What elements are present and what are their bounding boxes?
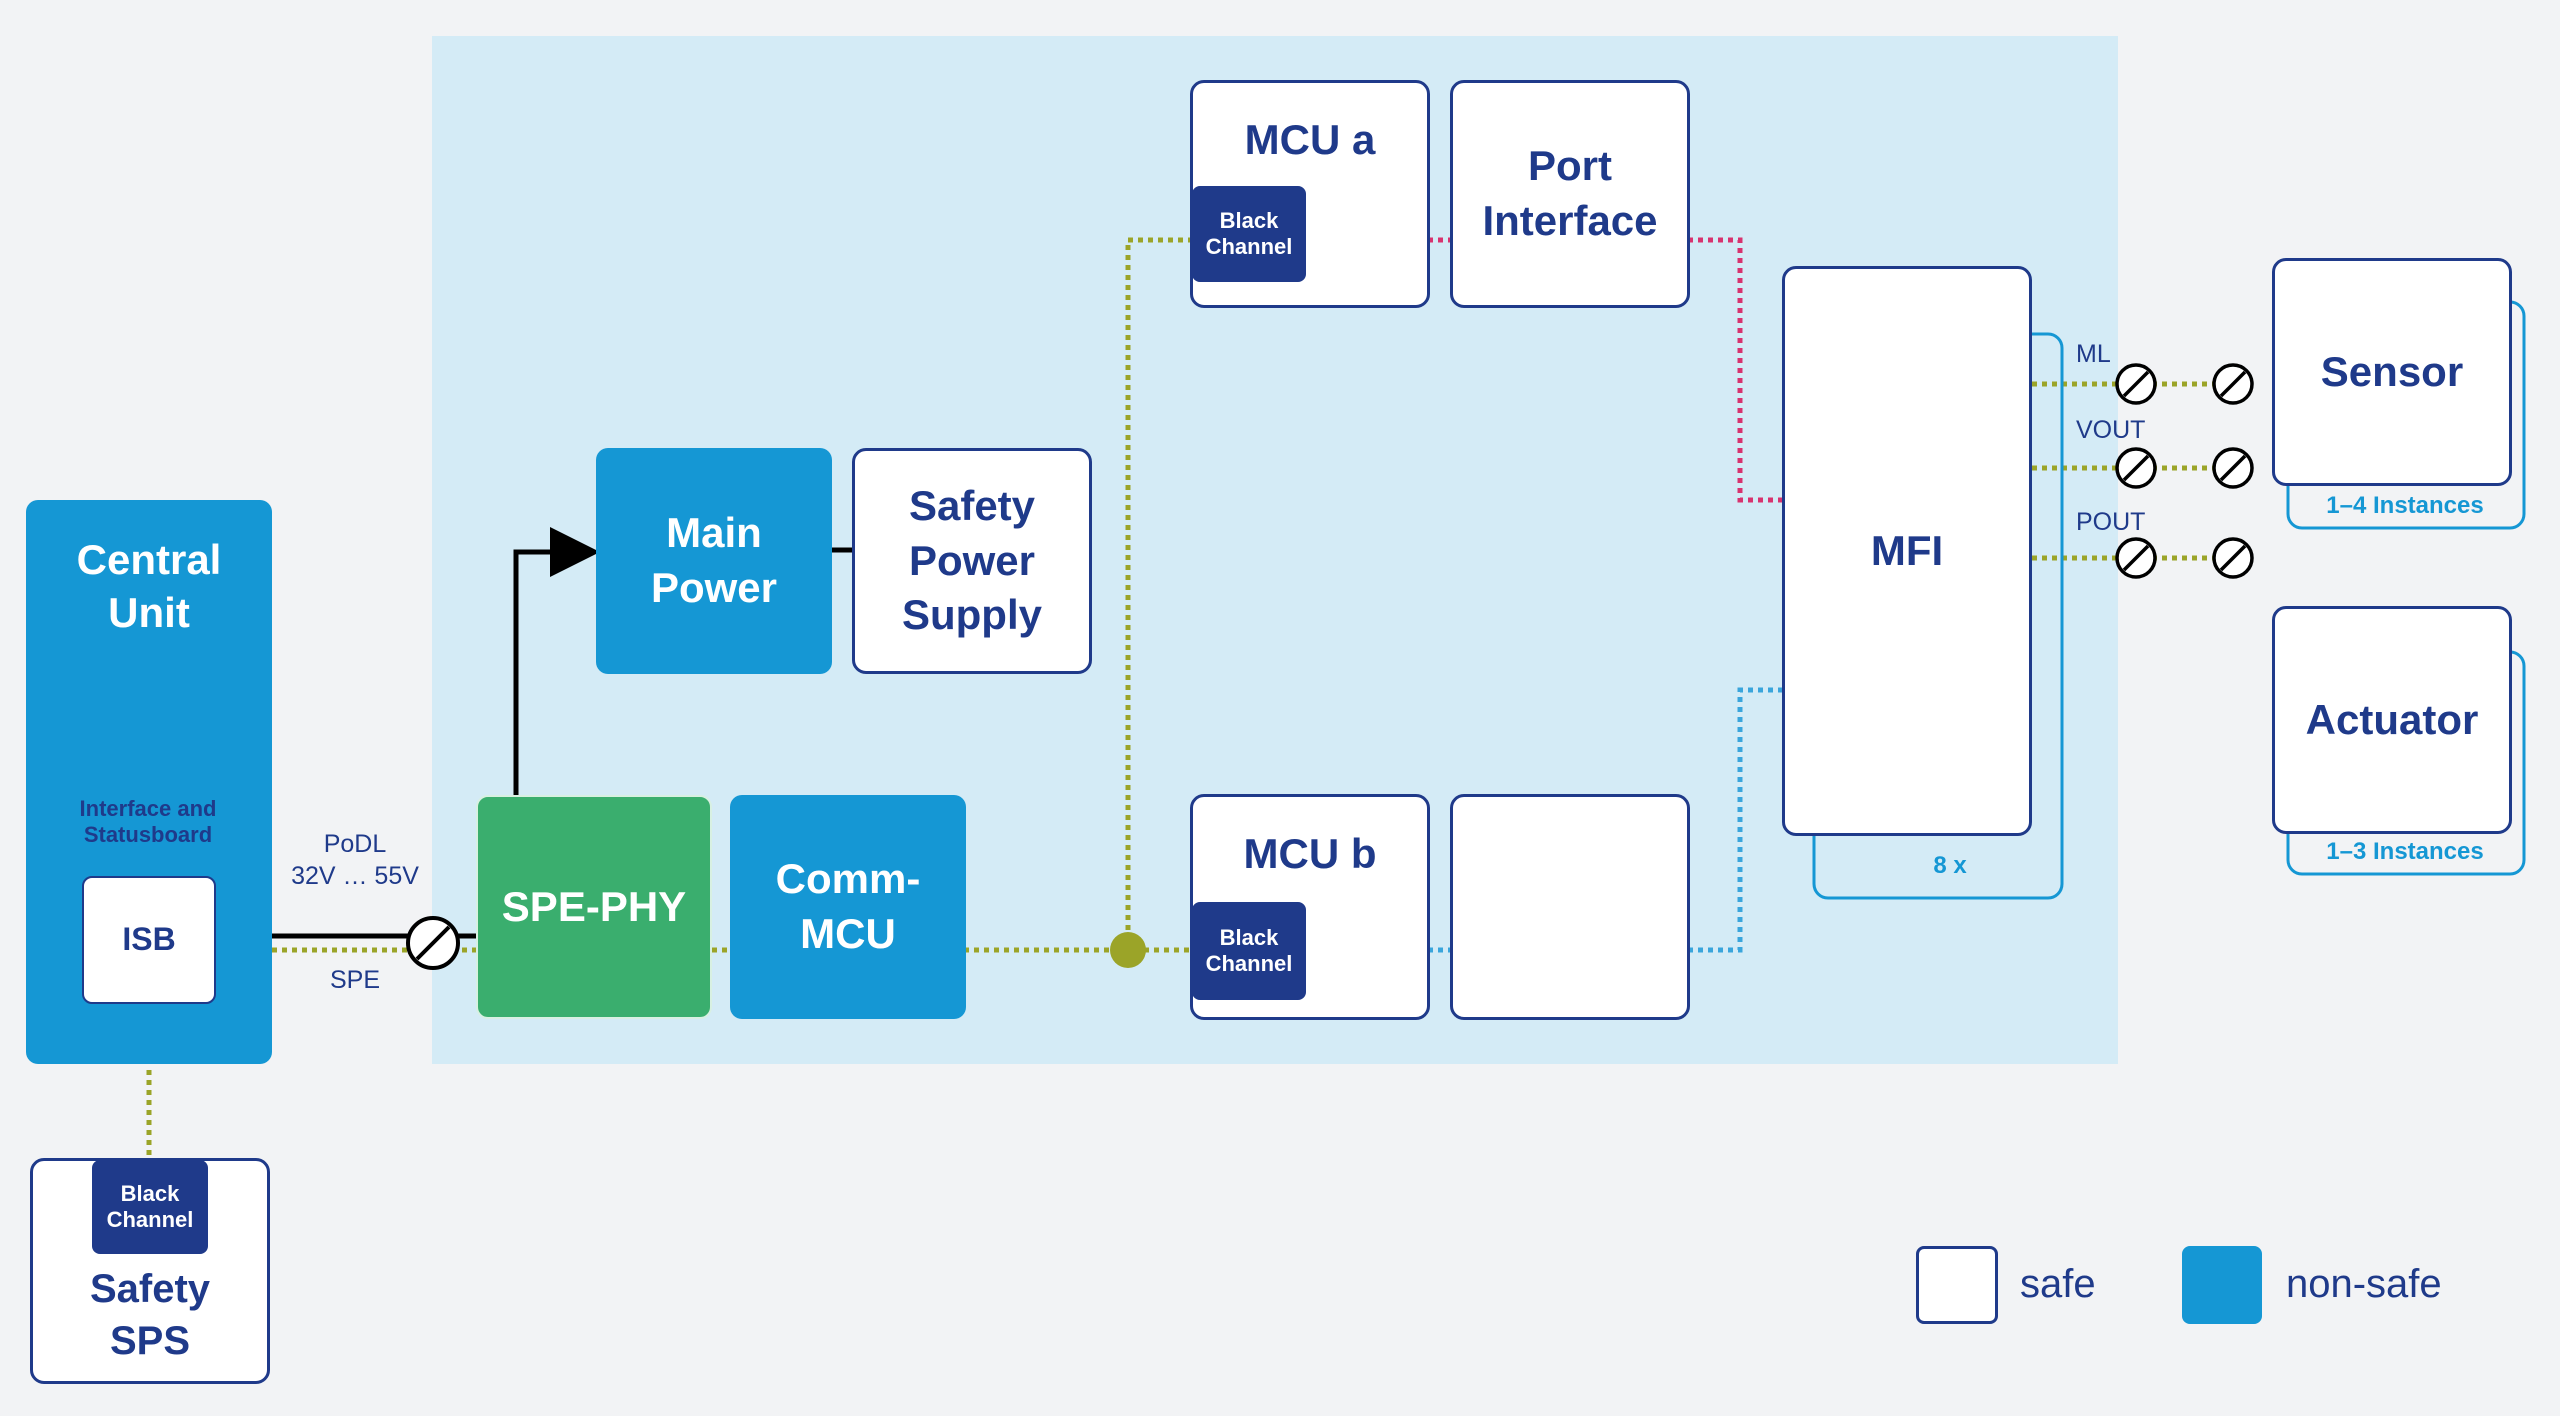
ml-connector-icon — [2115, 363, 2254, 405]
cyan-link — [1688, 687, 1782, 953]
mcu-b-black-channel: Black Channel — [1192, 902, 1306, 1000]
mcu-a-bus — [1125, 237, 1192, 950]
safety-sps-label: Safety SPS — [89, 1267, 211, 1363]
mfi-block: MFI — [1782, 266, 2032, 836]
main-power-block: Main Power — [596, 448, 832, 674]
legend-safe-swatch — [1916, 1246, 1998, 1324]
main-power-label: Main Power — [650, 509, 778, 611]
ml-label: ML — [2076, 340, 2111, 368]
bus-junction — [1110, 932, 1146, 968]
sensor-instances-label: 1–4 Instances — [2326, 492, 2484, 519]
actuator-instances-label: 1–3 Instances — [2326, 838, 2484, 865]
legend-non-safe-label: non-safe — [2286, 1262, 2442, 1306]
isb-label: ISB — [122, 921, 176, 958]
port-interface-b-block — [1450, 794, 1690, 1020]
safety-power-supply-label: Safety Power Supply — [901, 482, 1042, 639]
pout-label: POUT — [2076, 508, 2146, 536]
port-interface-block: Port Interface — [1450, 80, 1690, 308]
port-interface-label: Port Interface — [1482, 142, 1658, 244]
voltage-label: 32V … 55V — [291, 862, 419, 890]
interface-statusboard-label: Interface and Statusboard — [79, 796, 217, 848]
spe-phy-label: SPE-PHY — [501, 882, 687, 930]
mfi-label: MFI — [1870, 526, 1944, 574]
comm-mcu-label: Comm-MCU — [775, 855, 921, 957]
vout-connector-icon — [2115, 447, 2254, 489]
spe-phy-block: SPE-PHY — [476, 795, 712, 1019]
isb-block: ISB — [82, 876, 216, 1004]
pink-link — [1688, 237, 1782, 503]
vout-label: VOUT — [2076, 416, 2146, 444]
sps-black-channel: Black Channel — [92, 1160, 208, 1254]
legend-non-safe-swatch — [2182, 1246, 2262, 1324]
actuator-block: Actuator — [2272, 606, 2512, 834]
legend-safe-label: safe — [2020, 1262, 2096, 1306]
podl-label: PoDL — [323, 830, 387, 858]
mcu-a-black-channel: Black Channel — [1192, 186, 1306, 282]
sensor-block: Sensor — [2272, 258, 2512, 486]
mcu-a-label: MCU a — [1244, 116, 1376, 163]
mfi-count-label: 8 x — [1933, 852, 1967, 879]
pout-connector-icon — [2115, 537, 2254, 579]
spe-label: SPE — [329, 966, 381, 994]
actuator-label: Actuator — [2305, 695, 2479, 743]
central-unit-label: Central Unit — [76, 536, 222, 636]
power-arrow — [513, 527, 600, 795]
comm-mcu-block: Comm-MCU — [730, 795, 966, 1019]
sensor-label: Sensor — [2320, 347, 2464, 395]
safety-power-supply-block: Safety Power Supply — [852, 448, 1092, 674]
mcu-b-label: MCU b — [1243, 830, 1377, 877]
